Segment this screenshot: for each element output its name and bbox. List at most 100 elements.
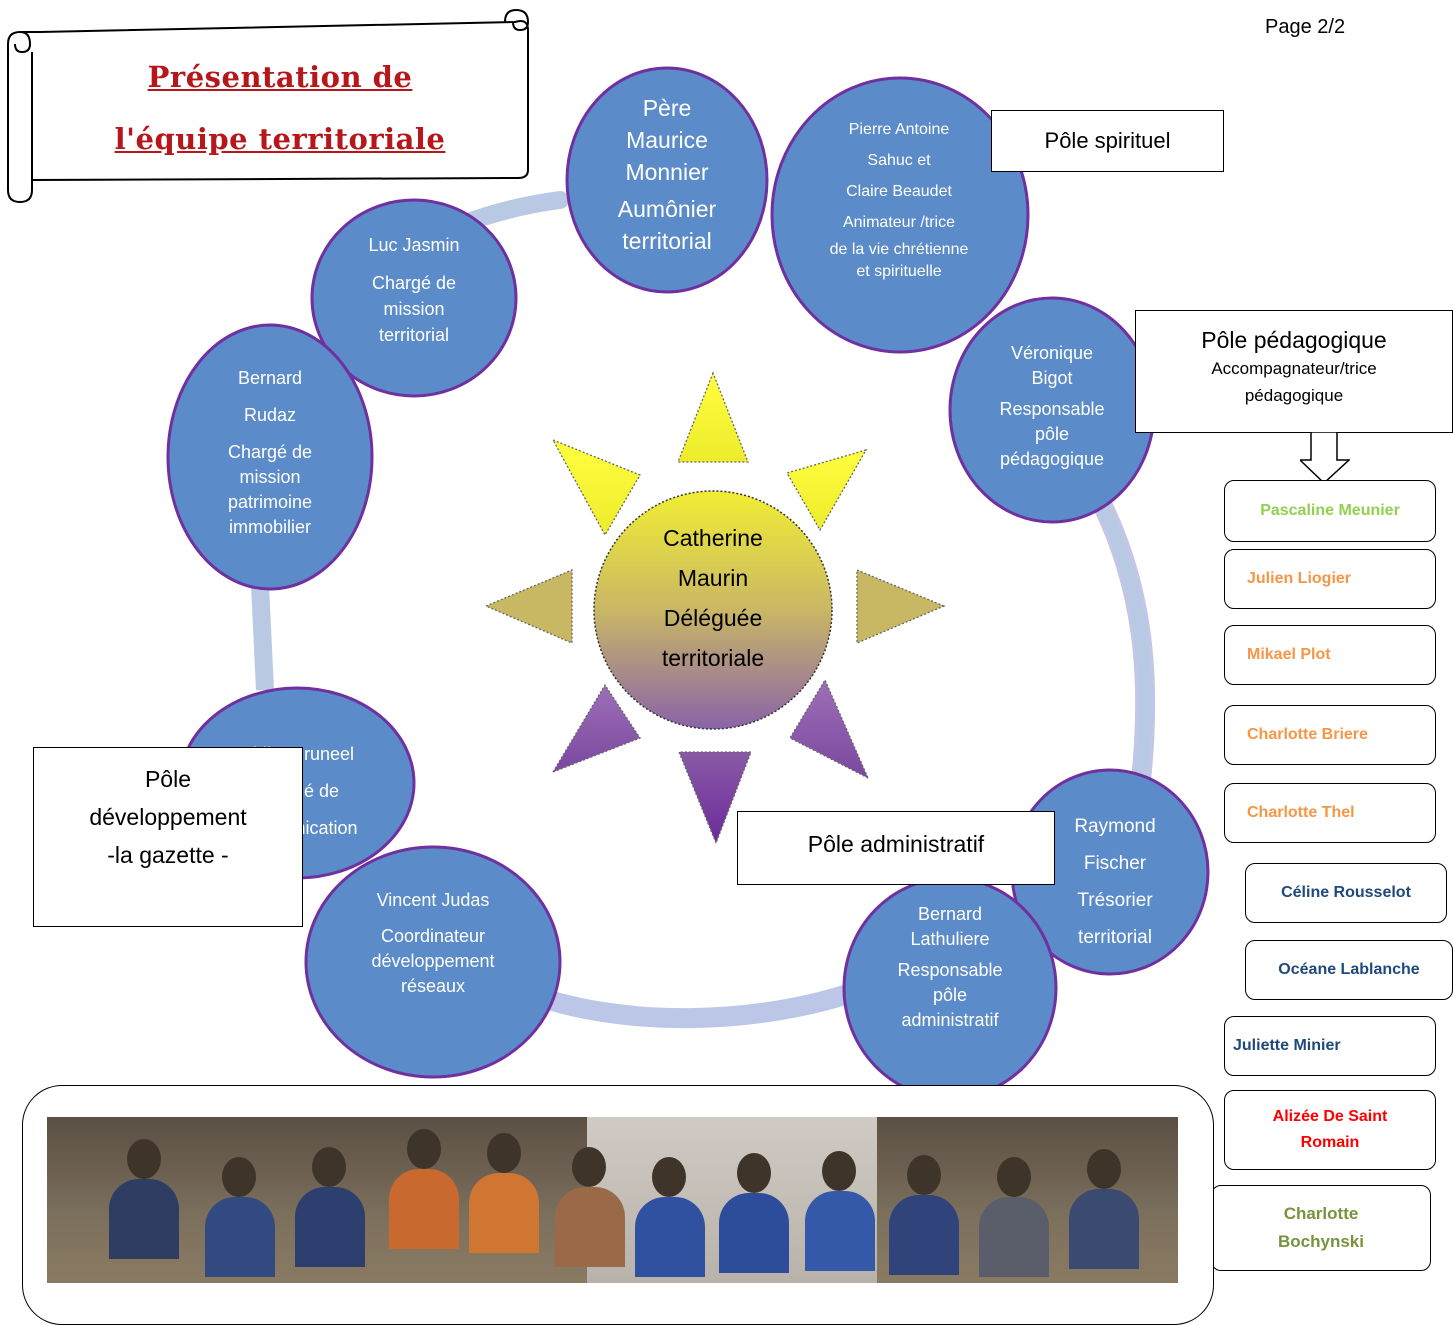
- accompagnateur-name: Juliette Minier: [1233, 1037, 1341, 1054]
- photo-person: [719, 1193, 789, 1273]
- photo-person: [295, 1187, 365, 1267]
- accompagnateur-name: Charlotte Bochynski: [1278, 1204, 1364, 1251]
- member-line: Chargé de: [371, 273, 457, 293]
- member-line: développement: [371, 951, 495, 971]
- member-line: de la vie chrétienne: [829, 241, 969, 258]
- accompagnateur-item: Charlotte Bochynski: [1211, 1185, 1431, 1271]
- circle-pierre: [770, 76, 1030, 354]
- photo-person: [907, 1155, 941, 1195]
- photo-person: [1069, 1189, 1139, 1269]
- member-line: Luc Jasmin: [368, 235, 460, 255]
- accompagnateur-item: Océane Lablanche: [1245, 940, 1453, 1000]
- circle-vincent: [304, 845, 562, 1079]
- center-delegate: Catherine Maurin Déléguée territoriale: [598, 518, 828, 678]
- title-scroll: [7, 8, 530, 204]
- member-line: Raymond: [1074, 816, 1156, 837]
- pole-pedagogique-box: Pôle pédagogique Accompagnateur/trice pé…: [1135, 310, 1453, 433]
- accompagnateur-name: Pascaline Meunier: [1260, 502, 1400, 519]
- photo-person: [389, 1169, 459, 1249]
- pole-pedagogique-sub: Accompagnateur/trice: [1211, 359, 1377, 378]
- photo-person: [737, 1153, 771, 1193]
- circle-maurice: [565, 66, 769, 294]
- org-diagram: [7, 8, 1210, 1100]
- center-line: territoriale: [661, 645, 765, 671]
- photo-person: [127, 1139, 161, 1179]
- member-raymond: Raymond Fischer Trésorier territorial: [1040, 808, 1190, 956]
- member-line: mission: [383, 299, 445, 319]
- photo-person: [487, 1133, 521, 1173]
- accompagnateur-item: Charlotte Briere: [1224, 705, 1436, 765]
- member-maurice: Père Maurice Monnier Aumônier territoria…: [587, 92, 747, 257]
- member-rudaz: Bernard Rudaz Chargé de mission patrimoi…: [200, 366, 340, 540]
- member-line: pôle: [932, 985, 968, 1005]
- member-line: Claire Beaudet: [846, 183, 952, 200]
- sun-ray-bottom-left: [551, 683, 641, 774]
- photo-person: [805, 1191, 875, 1271]
- title-line-1: Présentation de: [147, 60, 413, 94]
- team-ring-arc-bottom: [510, 980, 870, 1029]
- group-photo: [47, 1117, 1178, 1283]
- member-line: Coordinateur: [380, 926, 486, 946]
- member-line: Pierre Antoine: [848, 121, 950, 138]
- sun-ray-top-right: [786, 448, 868, 532]
- member-line: Sahuc et: [867, 152, 931, 169]
- pole-pedagogique-sub: pédagogique: [1244, 386, 1344, 405]
- accompagnateur-item: Céline Rousselot: [1245, 863, 1447, 923]
- member-vincent: Vincent Judas Coordinateur développement…: [358, 888, 508, 999]
- photo-person: [997, 1157, 1031, 1197]
- member-pierre: Pierre Antoine Sahuc et Claire Beaudet A…: [799, 114, 999, 282]
- accompagnateur-item: Charlotte Thel: [1224, 783, 1436, 843]
- member-line: Lathuliere: [910, 929, 990, 949]
- member-line: territorial: [622, 228, 712, 254]
- sun-ray-bottom: [678, 751, 752, 845]
- member-line: immobilier: [228, 517, 311, 537]
- circle-rudaz: [166, 323, 374, 591]
- pole-developpement-line: -la gazette -: [107, 842, 229, 868]
- pole-developpement-box: Pôle développement -la gazette -: [33, 747, 303, 927]
- pole-administratif-label: Pôle administratif: [807, 831, 985, 857]
- center-line: Catherine: [663, 525, 763, 551]
- accompagnateur-name: Céline Rousselot: [1281, 884, 1411, 901]
- member-line: réseaux: [400, 976, 466, 996]
- member-line: Bigot: [1031, 368, 1073, 388]
- photo-person: [222, 1157, 256, 1197]
- member-line: administratif: [901, 1010, 999, 1030]
- member-line: patrimoine: [227, 492, 313, 512]
- title-line-2: l'équipe territoriale: [114, 122, 446, 156]
- photo-person: [205, 1197, 275, 1277]
- photo-person: [312, 1147, 346, 1187]
- sun-ray-bottom-right: [789, 678, 870, 780]
- pole-spirituel-label: Pôle spirituel: [1044, 128, 1171, 153]
- accompagnateur-item: Mikael Plot: [1224, 625, 1436, 685]
- member-line: territorial: [378, 325, 449, 345]
- member-line: Bernard: [237, 368, 303, 388]
- center-line: Maurin: [677, 565, 749, 591]
- member-veronique: Véronique Bigot Responsable pôle pédagog…: [982, 341, 1122, 472]
- member-line: Aumônier: [617, 196, 717, 222]
- sun-core: [593, 490, 833, 730]
- down-arrow-icon: [1300, 432, 1350, 484]
- photo-person: [109, 1179, 179, 1259]
- member-line: Véronique: [1010, 343, 1094, 363]
- photo-person: [979, 1197, 1049, 1277]
- sun-ray-top-left: [551, 438, 641, 537]
- member-line: et spirituelle: [856, 263, 942, 280]
- sun-ray-top: [677, 371, 749, 463]
- circle-luc: [310, 198, 518, 398]
- member-line: Responsable: [999, 399, 1105, 419]
- pole-pedagogique-label: Pôle pédagogique: [1201, 327, 1387, 353]
- accompagnateur-item: Alizée De Saint Romain: [1224, 1090, 1436, 1170]
- photo-person: [652, 1157, 686, 1197]
- team-ring-arc-right-inner: [1093, 493, 1153, 797]
- member-line: mission: [239, 467, 301, 487]
- accompagnateur-name: Océane Lablanche: [1278, 961, 1420, 978]
- member-line: Trésorier: [1077, 890, 1153, 911]
- center-line: Déléguée: [663, 605, 763, 631]
- member-line: pôle: [1034, 424, 1070, 444]
- photo-person: [407, 1129, 441, 1169]
- accompagnateur-item: Julien Liogier: [1224, 549, 1436, 609]
- member-lathuliere: Bernard Lathuliere Responsable pôle admi…: [875, 902, 1025, 1033]
- accompagnateur-item: Juliette Minier: [1224, 1016, 1436, 1076]
- page-title: Présentation de l'équipe territoriale: [60, 46, 500, 170]
- member-line: Vincent Judas: [376, 890, 490, 910]
